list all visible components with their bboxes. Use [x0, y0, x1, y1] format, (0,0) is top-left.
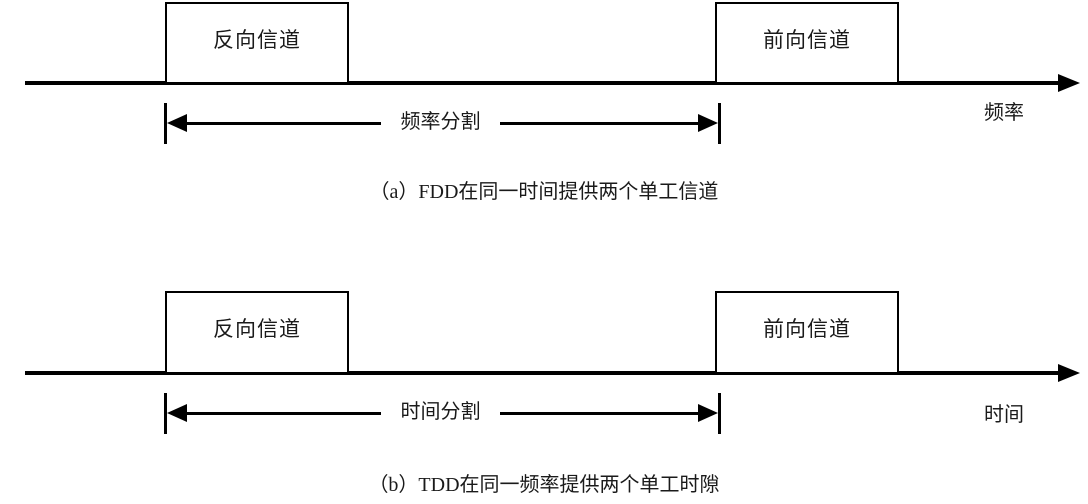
axis-name-frequency: 频率	[984, 102, 1024, 124]
dimension-arrow-left-icon	[167, 114, 187, 132]
axis-arrow-icon	[1058, 74, 1080, 92]
dimension-tick-left	[164, 393, 167, 434]
dimension-tick-right	[718, 103, 721, 144]
dimension-arrow-left-icon	[167, 404, 187, 422]
dimension-tick-left	[164, 103, 167, 144]
panel-fdd: 反向信道 前向信道 频率分割 频率 （a）FDD在同一时间提供两个单工信道	[0, 0, 1088, 250]
dimension-label: 时间分割	[381, 402, 500, 422]
dimension-arrow-right-icon	[698, 114, 718, 132]
caption-tdd: （b）TDD在同一频率提供两个单工时隙	[368, 474, 720, 496]
forward-channel-box: 前向信道	[715, 291, 899, 374]
axis-arrow-icon	[1058, 364, 1080, 382]
dimension-arrow-right-icon	[698, 404, 718, 422]
dimension-label: 频率分割	[381, 112, 500, 132]
caption-fdd: （a）FDD在同一时间提供两个单工信道	[369, 181, 719, 203]
panel-tdd: 反向信道 前向信道 时间分割 时间 （b）TDD在同一频率提供两个单工时隙	[0, 250, 1088, 504]
reverse-channel-label: 反向信道	[213, 27, 301, 52]
dimension-tick-right	[718, 393, 721, 434]
forward-channel-box: 前向信道	[715, 2, 899, 84]
reverse-channel-label: 反向信道	[213, 317, 301, 341]
reverse-channel-box: 反向信道	[165, 291, 349, 374]
axis-line-time	[25, 371, 1060, 375]
forward-channel-label: 前向信道	[763, 317, 851, 341]
axis-name-time: 时间	[984, 404, 1024, 426]
forward-channel-label: 前向信道	[763, 27, 851, 52]
axis-line-frequency	[25, 81, 1060, 85]
reverse-channel-box: 反向信道	[165, 2, 349, 84]
